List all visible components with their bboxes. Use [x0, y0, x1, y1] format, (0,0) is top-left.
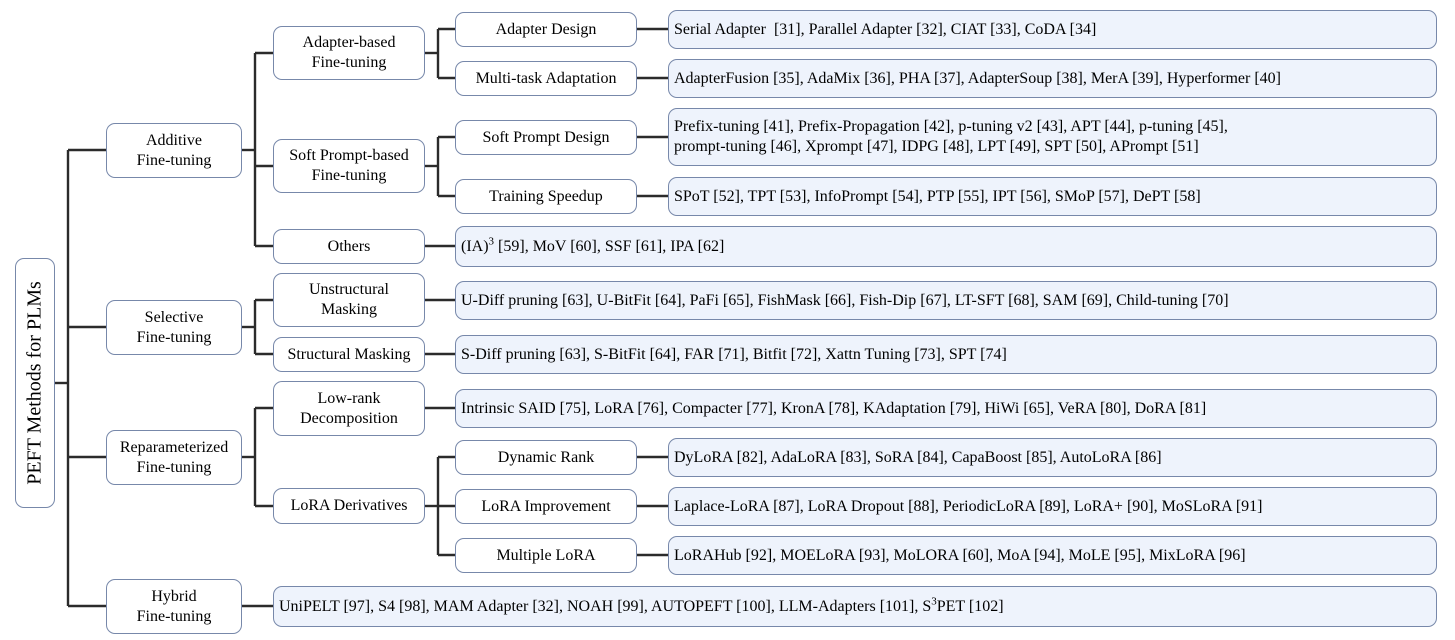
methods-structural-masking: S-Diff pruning [63], S-BitFit [64], FAR …	[455, 335, 1437, 374]
methods-others: (IA)3 [59], MoV [60], SSF [61], IPA [62]	[455, 226, 1437, 267]
methods-adapter-design-text: Serial Adapter [31], Parallel Adapter [3…	[674, 20, 1097, 38]
methods-soft-prompt-design-line1: Prefix-tuning [41], Prefix-Propagation […	[674, 118, 1228, 135]
methods-lora-improvement-text: Laplace-LoRA [87], LoRA Dropout [88], Pe…	[674, 497, 1263, 515]
methods-others-prefix: (IA)	[461, 237, 489, 255]
methods-training-speedup: SPoT [52], TPT [53], InfoPrompt [54], PT…	[668, 177, 1437, 216]
methods-others-rest: [59], MoV [60], SSF [61], IPA [62]	[494, 237, 725, 255]
subcategory-low-rank-decomposition: Low-rank Decomposition	[273, 381, 425, 436]
methods-others-superscript: 3	[488, 235, 495, 248]
methods-low-rank-decomposition-text: Intrinsic SAID [75], LoRA [76], Compacte…	[461, 399, 1207, 417]
subcategory-others: Others	[273, 229, 425, 264]
topic-dynamic-rank: Dynamic Rank	[455, 440, 637, 475]
methods-dynamic-rank: DyLoRA [82], AdaLoRA [83], SoRA [84], Ca…	[668, 438, 1437, 477]
topic-multi-task-adaptation: Multi-task Adaptation	[455, 61, 637, 96]
methods-dynamic-rank-text: DyLoRA [82], AdaLoRA [83], SoRA [84], Ca…	[674, 448, 1162, 466]
methods-soft-prompt-design: Prefix-tuning [41], Prefix-Propagation […	[668, 108, 1437, 166]
subcategory-structural-masking: Structural Masking	[273, 337, 425, 372]
methods-low-rank-decomposition: Intrinsic SAID [75], LoRA [76], Compacte…	[455, 389, 1437, 428]
methods-hybrid: UniPELT [97], S4 [98], MAM Adapter [32],…	[273, 586, 1437, 627]
methods-others-text: (IA)3 [59], MoV [60], SSF [61], IPA [62]	[461, 235, 725, 257]
category-additive: Additive Fine-tuning	[106, 123, 242, 178]
methods-lora-improvement: Laplace-LoRA [87], LoRA Dropout [88], Pe…	[668, 487, 1437, 526]
subcategory-unstructural-masking: Unstructural Masking	[273, 273, 425, 327]
subcategory-adapter-based: Adapter-based Fine-tuning	[273, 26, 425, 80]
methods-unstructural-masking: U-Diff pruning [63], U-BitFit [64], PaFi…	[455, 281, 1437, 320]
topic-multiple-lora: Multiple LoRA	[455, 538, 637, 573]
methods-multiple-lora-text: LoRAHub [92], MOELoRA [93], MoLORA [60],…	[674, 546, 1246, 564]
methods-soft-prompt-design-line2: prompt-tuning [46], Xprompt [47], IDPG […	[674, 138, 1199, 155]
methods-adapter-design: Serial Adapter [31], Parallel Adapter [3…	[668, 10, 1437, 49]
category-selective: Selective Fine-tuning	[106, 300, 242, 355]
subcategory-soft-prompt-based: Soft Prompt-based Fine-tuning	[273, 139, 425, 193]
topic-soft-prompt-design: Soft Prompt Design	[455, 120, 637, 155]
methods-hybrid-prefix: UniPELT [97], S4 [98], MAM Adapter [32],…	[279, 597, 932, 615]
methods-hybrid-superscript: 3	[931, 595, 937, 608]
subcategory-lora-derivatives: LoRA Derivatives	[273, 488, 425, 524]
methods-multi-task-adaptation-text: AdapterFusion [35], AdaMix [36], PHA [37…	[674, 69, 1281, 87]
methods-structural-masking-text: S-Diff pruning [63], S-BitFit [64], FAR …	[461, 345, 1007, 363]
methods-multiple-lora: LoRAHub [92], MOELoRA [93], MoLORA [60],…	[668, 536, 1437, 575]
topic-training-speedup: Training Speedup	[455, 179, 637, 214]
methods-hybrid-rest: PET [102]	[936, 597, 1004, 615]
methods-unstructural-masking-text: U-Diff pruning [63], U-BitFit [64], PaFi…	[461, 291, 1229, 309]
root-node: PEFT Methods for PLMs	[15, 258, 55, 508]
category-hybrid: Hybrid Fine-tuning	[106, 579, 242, 634]
category-reparameterized: Reparameterized Fine-tuning	[106, 430, 242, 485]
root-label: PEFT Methods for PLMs	[23, 281, 46, 485]
methods-hybrid-text: UniPELT [97], S4 [98], MAM Adapter [32],…	[279, 595, 1004, 617]
topic-adapter-design: Adapter Design	[455, 12, 637, 47]
topic-lora-improvement: LoRA Improvement	[455, 489, 637, 524]
methods-multi-task-adaptation: AdapterFusion [35], AdaMix [36], PHA [37…	[668, 59, 1437, 98]
methods-training-speedup-text: SPoT [52], TPT [53], InfoPrompt [54], PT…	[674, 187, 1201, 205]
